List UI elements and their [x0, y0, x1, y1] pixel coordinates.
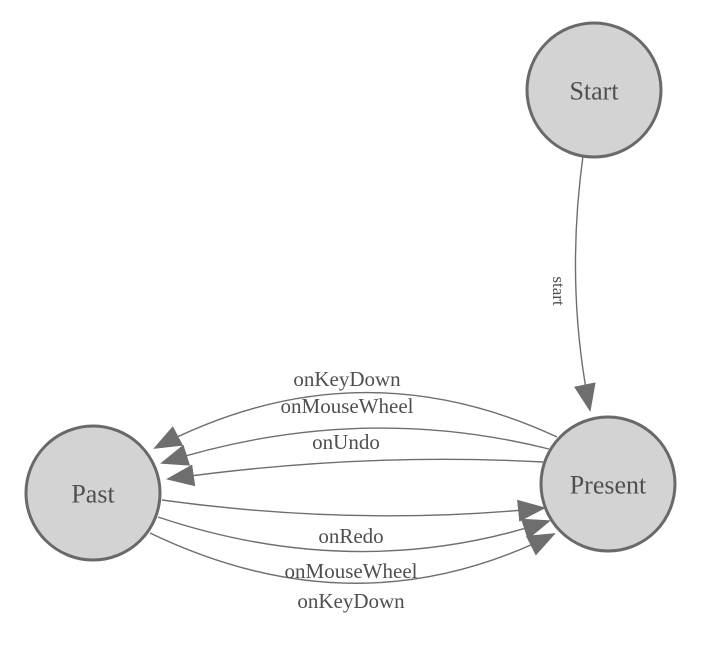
present-node-label: Present — [570, 471, 647, 500]
past-node-circle[interactable] — [24, 424, 162, 562]
edge-label-onmousewheel-bottom: onMouseWheel — [285, 559, 418, 583]
edge-past-to-present-mousewheel — [157, 516, 551, 553]
start-node-circle[interactable] — [525, 21, 663, 159]
edge-labels-layer: start onKeyDown onMouseWheel onUndo onRe… — [281, 276, 568, 613]
start-node-label: Start — [569, 77, 619, 106]
node-start[interactable]: Start — [525, 21, 663, 159]
edge-label-onmousewheel-top: onMouseWheel — [281, 394, 414, 418]
node-present[interactable]: Present — [539, 415, 677, 553]
edge-past-to-present-redo — [161, 499, 546, 522]
edges-layer — [149, 155, 596, 584]
node-past[interactable]: Past — [24, 424, 162, 562]
edge-present-to-past-undo — [166, 458, 544, 487]
edge-label-onkeydown-bottom: onKeyDown — [297, 589, 405, 613]
edge-start-to-present — [574, 155, 596, 412]
edge-past-to-present-keydown — [149, 532, 556, 584]
edge-present-to-past-keydown — [153, 391, 558, 449]
edge-label-start: start — [549, 276, 568, 306]
past-node-label: Past — [71, 480, 115, 509]
edge-present-to-past-mousewheel — [160, 427, 550, 466]
edge-label-onredo: onRedo — [318, 524, 383, 548]
edge-label-onundo: onUndo — [312, 430, 380, 454]
present-node-circle[interactable] — [539, 415, 677, 553]
edge-label-onkeydown-top: onKeyDown — [293, 367, 401, 391]
